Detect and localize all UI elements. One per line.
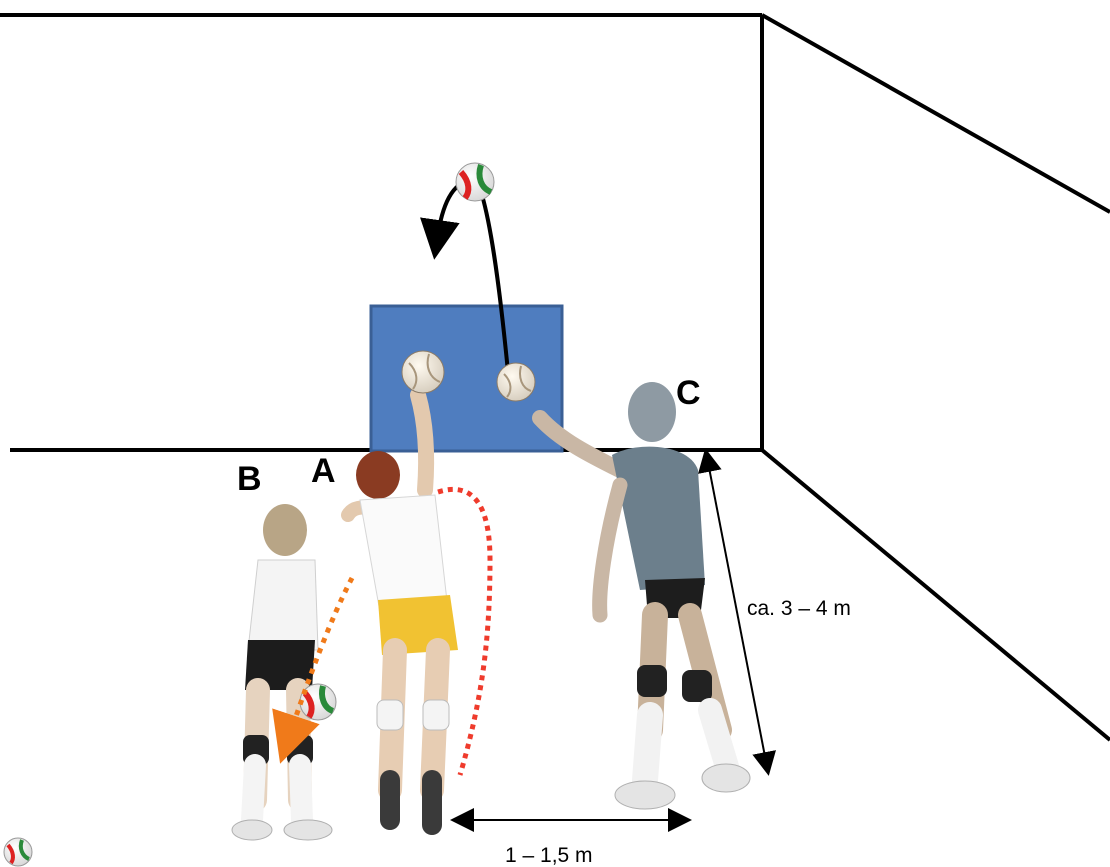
player-a-figure (341, 387, 458, 835)
label-player-a: A (311, 452, 336, 490)
label-player-c: C (676, 374, 701, 412)
volleyball-icon (455, 162, 495, 202)
volleyball-icon (401, 350, 445, 394)
player-a-movement-path (437, 486, 493, 776)
player-b-figure (231, 504, 333, 841)
volleyball-icon (496, 362, 536, 402)
volleyball-icon (3, 837, 33, 867)
label-player-b: B (237, 460, 262, 498)
label-distance-wall: ca. 3 – 4 m (747, 597, 851, 620)
side-wall-top-edge (761, 13, 1110, 214)
distance-wall-arrow (698, 448, 776, 776)
volleyball-icon (299, 683, 337, 721)
player-c-figure (532, 382, 751, 810)
ball-rebound-path (480, 194, 510, 373)
side-floor-edge (760, 448, 1110, 742)
pass-a-to-b-path (272, 576, 355, 764)
label-distance-players: 1 – 1,5 m (505, 844, 593, 867)
